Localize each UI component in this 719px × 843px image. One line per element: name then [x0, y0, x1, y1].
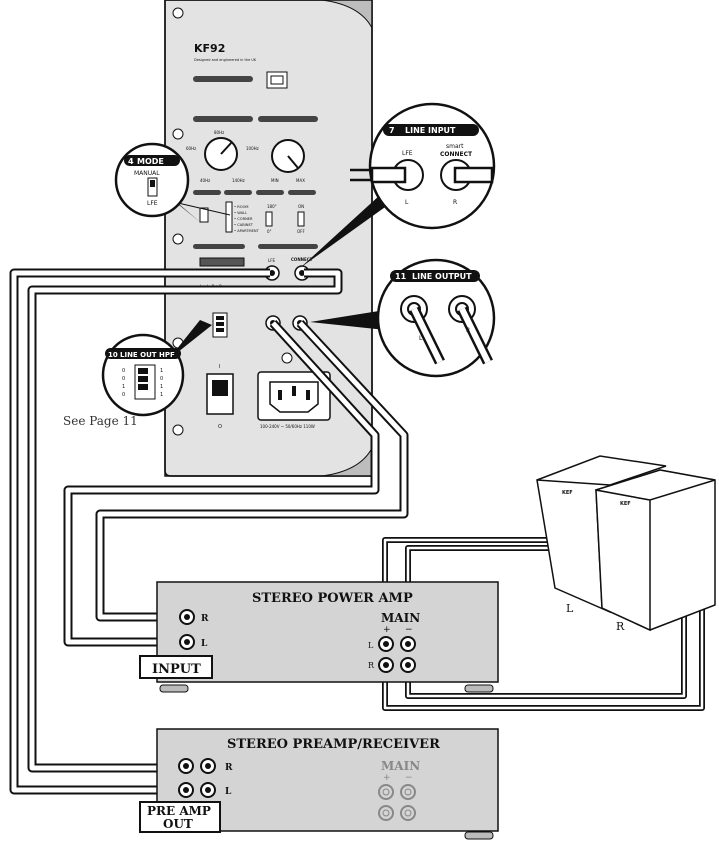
svg-text:• CABINET: • CABINET: [234, 223, 254, 227]
power-amp-minus: −: [405, 625, 413, 635]
svg-text:• ROOM: • ROOM: [234, 205, 249, 209]
svg-text:0: 0: [160, 376, 163, 382]
line-input-l: L: [405, 199, 409, 206]
svg-text:1: 1: [160, 392, 163, 398]
power-amp-input-label: INPUT: [152, 662, 201, 677]
mains-rating-label: 100-240V ~ 50/60Hz 110W: [260, 424, 315, 429]
preamp-plus: +: [383, 773, 391, 783]
power-on-label: ON: [298, 204, 304, 209]
preamp-main-label: MAIN: [381, 759, 420, 773]
freq-top-left-label: 60Hz: [186, 146, 196, 151]
level-min-label: MIN: [271, 178, 279, 183]
preamp-l-label: L: [225, 787, 232, 797]
speaker-right-label: R: [616, 620, 625, 633]
phase-0-label: 0°: [267, 229, 272, 234]
switch-i-label: I: [219, 364, 220, 370]
panel-smart-label: CONNECT: [291, 257, 313, 262]
eq-options-list: • ROOM • WALL • CORNER • CABINET • APART…: [234, 205, 260, 233]
svg-text:1: 1: [160, 384, 163, 390]
line-input-title: LINE INPUT: [405, 126, 456, 135]
power-amp-r-label: R: [201, 614, 209, 624]
svg-text:0: 0: [122, 392, 125, 398]
speaker-right-brand: KEF: [620, 501, 631, 507]
preamp-out-label-1: PRE AMP: [147, 804, 211, 818]
speaker-left-brand: KEF: [562, 490, 573, 496]
line-output-r: R: [466, 327, 470, 334]
svg-text:0: 0: [122, 376, 125, 382]
preamp-minus: −: [405, 773, 413, 783]
svg-text:1: 1: [160, 368, 163, 374]
svg-text:1: 1: [122, 384, 125, 390]
mode-callout-number: 4: [128, 157, 134, 166]
svg-text:• APARTMENT: • APARTMENT: [234, 229, 260, 233]
power-amp-main-label: MAIN: [381, 611, 420, 625]
phase-180-label: 180°: [267, 204, 277, 209]
freq-top-right-label: 100Hz: [246, 146, 259, 151]
switch-o-label: O: [218, 424, 222, 430]
subwoofer-rear-panel: KF92 Designed and engineered in the UK 8…: [164, 0, 373, 477]
power-amp-main-r: R: [368, 661, 375, 670]
speaker-left-label: L: [566, 602, 574, 615]
level-max-label: MAX: [296, 178, 305, 183]
power-amp-l-label: L: [201, 639, 208, 649]
line-output-title: LINE OUTPUT: [412, 272, 472, 281]
mode-callout: 4 MODE MANUAL LFE: [114, 142, 231, 222]
speaker-right: KEF: [595, 469, 716, 632]
svg-text:• WALL: • WALL: [234, 211, 247, 215]
freq-mid-label: 80Hz: [214, 130, 224, 135]
svg-text:0: 0: [122, 368, 125, 374]
line-output-l: L: [419, 335, 423, 342]
hpf-rows: 0 0 1 0 1 0 1 1: [122, 368, 163, 398]
line-output-callout: 11 LINE OUTPUT L R: [310, 258, 496, 378]
power-amp-main-l: L: [368, 641, 374, 650]
line-input-connect: CONNECT: [440, 151, 473, 158]
panel-lfe-label: LFE: [268, 258, 276, 263]
model-label: KF92: [194, 42, 225, 55]
mode-callout-manual: MANUAL: [134, 170, 160, 177]
line-input-r: R: [453, 199, 457, 206]
tagline-label: Designed and engineered in the UK: [194, 58, 257, 62]
hpf-number: 10: [108, 351, 118, 359]
mode-callout-lfe: LFE: [147, 200, 158, 207]
power-off-label: OFF: [297, 229, 305, 234]
line-input-lfe: LFE: [402, 150, 413, 157]
power-amp-title: STEREO POWER AMP: [252, 591, 413, 606]
see-page-label: See Page 11: [63, 414, 138, 428]
line-input-callout: 7 LINE INPUT LFE smart CONNECT L R: [300, 102, 496, 268]
line-input-number: 7: [389, 126, 395, 135]
svg-text:• CORNER: • CORNER: [234, 217, 253, 221]
line-input-smart: smart: [446, 143, 464, 150]
freq-high-label: 140Hz: [232, 178, 245, 183]
preamp-out-label-2: OUT: [163, 817, 193, 831]
freq-low-label: 40Hz: [200, 178, 210, 183]
mode-callout-title: MODE: [137, 157, 164, 166]
preamp-r-label: R: [225, 763, 233, 773]
hpf-title: LINE OUT HPF: [120, 351, 175, 359]
preamp-title: STEREO PREAMP/RECEIVER: [227, 737, 440, 752]
stereo-preamp-receiver: STEREO PREAMP/RECEIVER MAIN + − R L: [156, 728, 499, 840]
stereo-power-amp: STEREO POWER AMP MAIN + − R L L R: [156, 581, 499, 693]
hpf-callout: 10 LINE OUT HPF 0 0 1 0 1 0 1 1: [101, 320, 212, 417]
power-amp-plus: +: [383, 625, 391, 635]
line-output-number: 11: [395, 272, 407, 281]
